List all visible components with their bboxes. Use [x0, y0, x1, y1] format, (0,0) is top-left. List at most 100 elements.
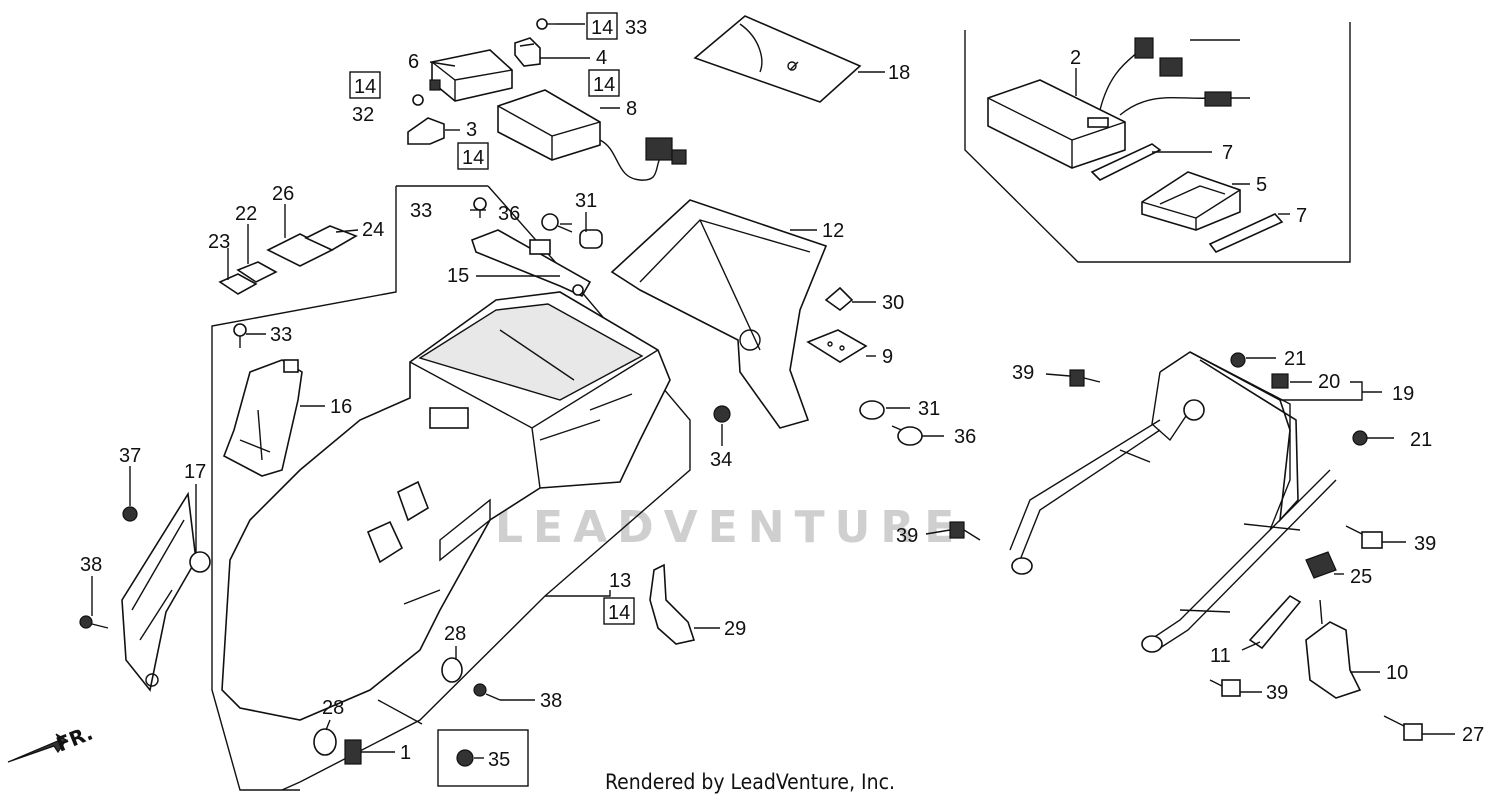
ref-box-14: [349, 71, 381, 99]
part-32-screw: [412, 94, 424, 106]
callout-6: 6: [408, 51, 419, 73]
part-4-bracket: [514, 37, 541, 67]
callout-14: 14: [354, 76, 376, 98]
callout-11: 11: [1210, 645, 1231, 667]
callout-39: 39: [1266, 682, 1288, 704]
part-37-bolt: [122, 506, 138, 522]
part-36-bolt: [541, 213, 573, 233]
part-31-grommet: [579, 229, 603, 249]
front-label: FR.: [53, 721, 96, 757]
part-33-screw-top: [536, 18, 556, 30]
callout-31: 31: [575, 190, 597, 212]
callout-5: 5: [1256, 174, 1267, 196]
callout-24: 24: [362, 219, 384, 241]
inset-box-outline: [964, 22, 1351, 263]
callout-28: 28: [444, 623, 466, 645]
callout-17: 17: [184, 461, 206, 483]
callout-35: 35: [488, 749, 510, 771]
part-1-clip: [344, 739, 362, 765]
callout-14: 14: [591, 17, 613, 39]
callout-19: 19: [1392, 383, 1414, 405]
callout-36: 36: [954, 426, 976, 448]
part-31-grommet-b: [859, 400, 885, 420]
callout-23: 23: [208, 231, 230, 253]
callout-10: 10: [1386, 662, 1408, 684]
part-39-bolt-d: [1209, 679, 1241, 697]
callout-16: 16: [330, 396, 352, 418]
callout-14: 14: [593, 74, 615, 96]
part-18-tool-pouch: [693, 15, 862, 103]
part-15-bracket: [470, 229, 592, 298]
callout-28: 28: [322, 697, 344, 719]
callout-14: 14: [462, 147, 484, 169]
leader-lines: [91, 23, 1455, 759]
part-39-bolt-a: [1069, 369, 1101, 387]
part-28-grommet-a: [441, 657, 463, 683]
callout-2: 2: [1070, 47, 1081, 69]
callout-30: 30: [882, 292, 904, 314]
callout-31: 31: [918, 398, 940, 420]
part-39-bolt-b: [949, 521, 981, 541]
callout-38: 38: [80, 554, 102, 576]
ref-box-14: [588, 69, 620, 97]
callout-8: 8: [626, 98, 637, 120]
callout-18: 18: [888, 62, 910, 84]
part-36-bolt-b: [891, 425, 923, 446]
callout-13: 13: [609, 570, 631, 592]
part-6-unit: [429, 49, 513, 102]
ref-box-14: [603, 597, 635, 625]
part-29-clamp: [649, 563, 696, 645]
part-28-grommet-b: [313, 728, 337, 756]
part-3-bracket: [407, 117, 445, 145]
part-left-bracket: [121, 491, 197, 692]
callout-4: 4: [596, 47, 607, 69]
part-11-bracket: [1248, 594, 1302, 650]
part-5-holder: [1141, 171, 1241, 231]
callout-29: 29: [724, 618, 746, 640]
callout-7: 7: [1296, 205, 1307, 227]
part-39-bolt-c: [1345, 525, 1383, 549]
callout-39: 39: [1012, 362, 1034, 384]
part-16-cover: [222, 359, 303, 477]
callout-33: 33: [625, 17, 647, 39]
part-33-screw-left: [233, 323, 247, 348]
part-19-frame: [1009, 351, 1337, 653]
callout-12: 12: [822, 220, 844, 242]
callout-39: 39: [896, 525, 918, 547]
part-33-screw-mid: [473, 197, 487, 218]
callout-1: 1: [400, 742, 411, 764]
part-27-bolt: [1383, 715, 1423, 741]
ref-box-14: [457, 142, 489, 170]
group-outline-bottom: [281, 781, 301, 791]
callout-20: 20: [1318, 371, 1340, 393]
callout-37: 37: [119, 445, 141, 467]
callout-33: 33: [270, 324, 292, 346]
part-23-label: [218, 273, 258, 295]
callout-14: 14: [608, 602, 630, 624]
part-38-bolt-left: [79, 615, 109, 629]
callout-22: 22: [235, 203, 257, 225]
callout-7: 7: [1222, 142, 1233, 164]
footer-credit: Rendered by LeadVenture, Inc.: [605, 770, 895, 794]
part-38-bolt-lower: [473, 683, 501, 701]
part-17-grommet: [189, 551, 211, 573]
inset-box-35: [437, 729, 529, 787]
callout-39: 39: [1414, 533, 1436, 555]
part-35-nut: [456, 749, 474, 767]
group-outline-left: [211, 186, 397, 791]
watermark-text: LEADVENTURE: [495, 502, 964, 553]
callout-26: 26: [272, 183, 294, 205]
part-34-nut: [713, 405, 731, 423]
callout-33: 33: [410, 200, 432, 222]
part-7-strip-upper: [1090, 143, 1162, 181]
callout-21: 21: [1410, 429, 1432, 451]
part-8-cdi-unit: [497, 89, 687, 181]
callout-15: 15: [447, 265, 469, 287]
callout-9: 9: [882, 346, 893, 368]
part-13-rear-fender: [221, 291, 671, 721]
part-30-nut: [824, 286, 854, 312]
part-9-reflector: [806, 329, 868, 363]
callout-34: 34: [710, 449, 732, 471]
